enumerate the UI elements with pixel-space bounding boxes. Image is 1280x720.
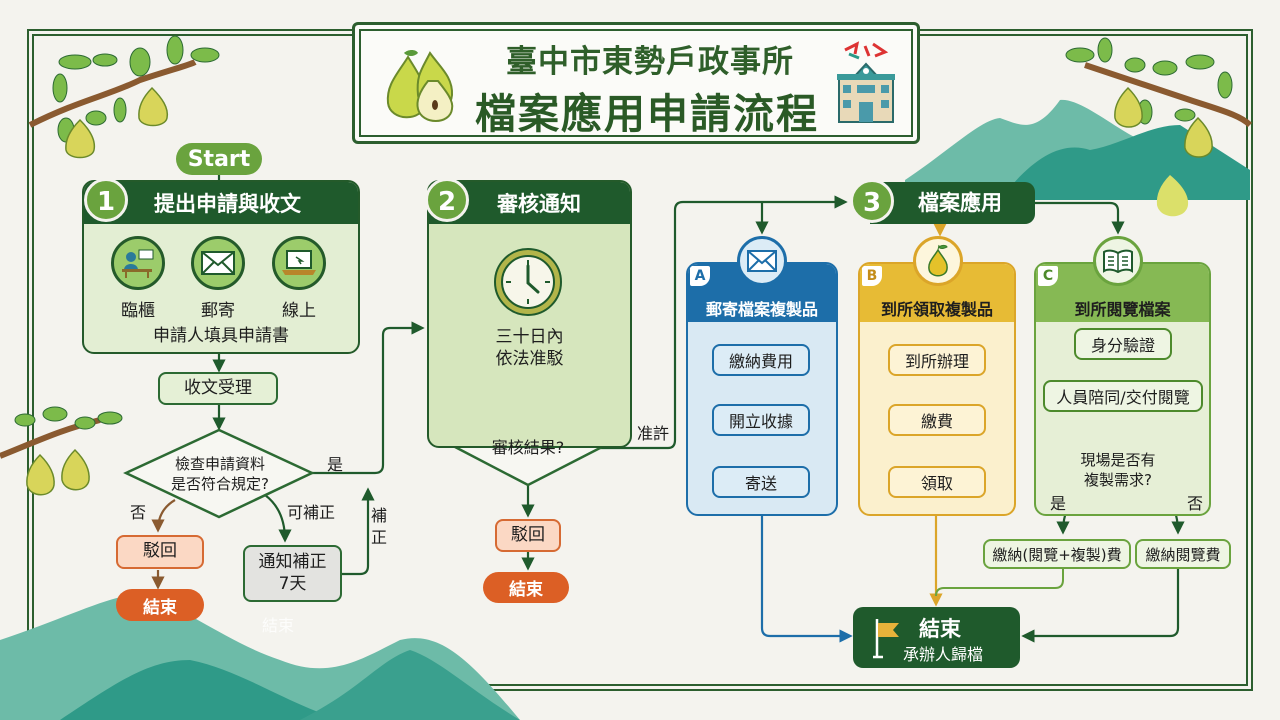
step2-note: 三十日內 依法准駁	[427, 326, 632, 370]
option-a-step-2: 開立收據	[712, 404, 810, 436]
reject-box-step1: 駁回	[116, 535, 204, 569]
step3-number-badge: 3	[850, 179, 894, 223]
book-icon	[1093, 236, 1143, 286]
option-b-letter: B	[862, 266, 882, 286]
page-title: 檔案應用申請流程	[475, 90, 819, 138]
option-a-mail-copy: A 郵寄檔案複製品 繳納費用 開立收據 寄送	[686, 262, 838, 516]
pear-illustration-icon	[386, 50, 454, 122]
notify-fix-line2: 7天	[278, 573, 307, 594]
fee-view-and-copy-box: 繳納(閱覽+複製)費	[983, 539, 1131, 569]
end-pill-step1: 結束	[116, 589, 204, 621]
channel-label-mail: 郵寄	[201, 301, 235, 321]
option-b-title: 到所領取複製品	[860, 264, 1014, 322]
check-decision-line1: 檢查申請資料	[174, 455, 265, 473]
final-title: 結束	[919, 617, 961, 641]
fix-return-label: 補正	[371, 506, 388, 547]
copy-decision-text: 現場是否有 複製需求?	[1070, 451, 1166, 490]
mountains-bottom-left	[0, 595, 520, 720]
flag-icon	[873, 619, 899, 659]
option-a-step-3: 寄送	[712, 466, 810, 498]
option-c-letter: C	[1038, 266, 1058, 286]
reject-box-step2: 駁回	[495, 519, 561, 552]
no-label: 否	[130, 503, 147, 522]
counter-icon	[111, 236, 165, 290]
review-decision-text: 審核結果?	[491, 438, 565, 457]
option-c-onsite-view: C 到所閱覽檔案 身分驗證 人員陪同/交付閱覽	[1034, 262, 1211, 516]
option-b-pickup-copy: B 到所領取複製品 到所辦理 繳費 領取	[858, 262, 1016, 516]
copy-no-label: 否	[1187, 494, 1204, 513]
pear-branch-top-left	[28, 35, 220, 159]
ghost-end-label: 結束	[262, 616, 295, 635]
government-building-icon	[837, 41, 895, 123]
step3-title: 檔案應用	[870, 182, 1035, 224]
option-b-step-1: 到所辦理	[888, 344, 986, 376]
step1-title: 提出申請與收文	[84, 182, 358, 224]
fixable-label: 可補正	[287, 503, 336, 522]
final-end-box: 結束 承辦人歸檔	[853, 607, 1020, 668]
title-office: 臺中市東勢戶政事所	[506, 44, 794, 80]
mail-icon	[191, 236, 245, 290]
option-c-step-1: 身分驗證	[1074, 328, 1172, 360]
mail-icon	[737, 236, 787, 286]
option-a-letter: A	[690, 266, 710, 286]
option-a-step-1: 繳納費用	[712, 344, 810, 376]
copy-decision-line2: 複製需求?	[1084, 470, 1152, 489]
end-pill-step2: 結束	[483, 572, 569, 603]
fee-view-box: 繳納閱覽費	[1135, 539, 1231, 569]
check-decision-text: 檢查申請資料 是否符合規定?	[150, 455, 290, 494]
pear-icon	[913, 236, 963, 286]
clock-icon	[494, 248, 562, 316]
step2-note-line2: 依法准駁	[495, 349, 564, 370]
final-subtitle: 承辦人歸檔	[903, 645, 984, 664]
option-b-step-2: 繳費	[888, 404, 986, 436]
channel-label-counter: 臨櫃	[121, 301, 155, 321]
step2-number-badge: 2	[425, 178, 469, 222]
laptop-icon	[272, 236, 326, 290]
pear-branch-top-right	[1065, 37, 1253, 217]
step1-note: 申請人填具申請書	[153, 326, 289, 346]
channel-label-online: 線上	[282, 301, 316, 321]
receive-box: 收文受理	[158, 372, 278, 405]
step2-note-line1: 三十日內	[495, 327, 564, 347]
notify-fix-line1: 通知補正	[258, 552, 327, 573]
copy-yes-label: 是	[1050, 494, 1067, 513]
copy-decision-line1: 現場是否有	[1080, 451, 1156, 469]
option-c-step-2: 人員陪同/交付閱覽	[1043, 380, 1203, 412]
yes-label: 是	[327, 455, 344, 474]
check-decision-line2: 是否符合規定?	[171, 474, 269, 493]
step2-title: 審核通知	[429, 182, 630, 224]
start-pill: Start	[176, 143, 262, 175]
step1-number-badge: 1	[84, 178, 128, 222]
option-b-step-3: 領取	[888, 466, 986, 498]
approve-label: 准許	[637, 424, 670, 443]
pear-branch-left	[0, 406, 123, 496]
